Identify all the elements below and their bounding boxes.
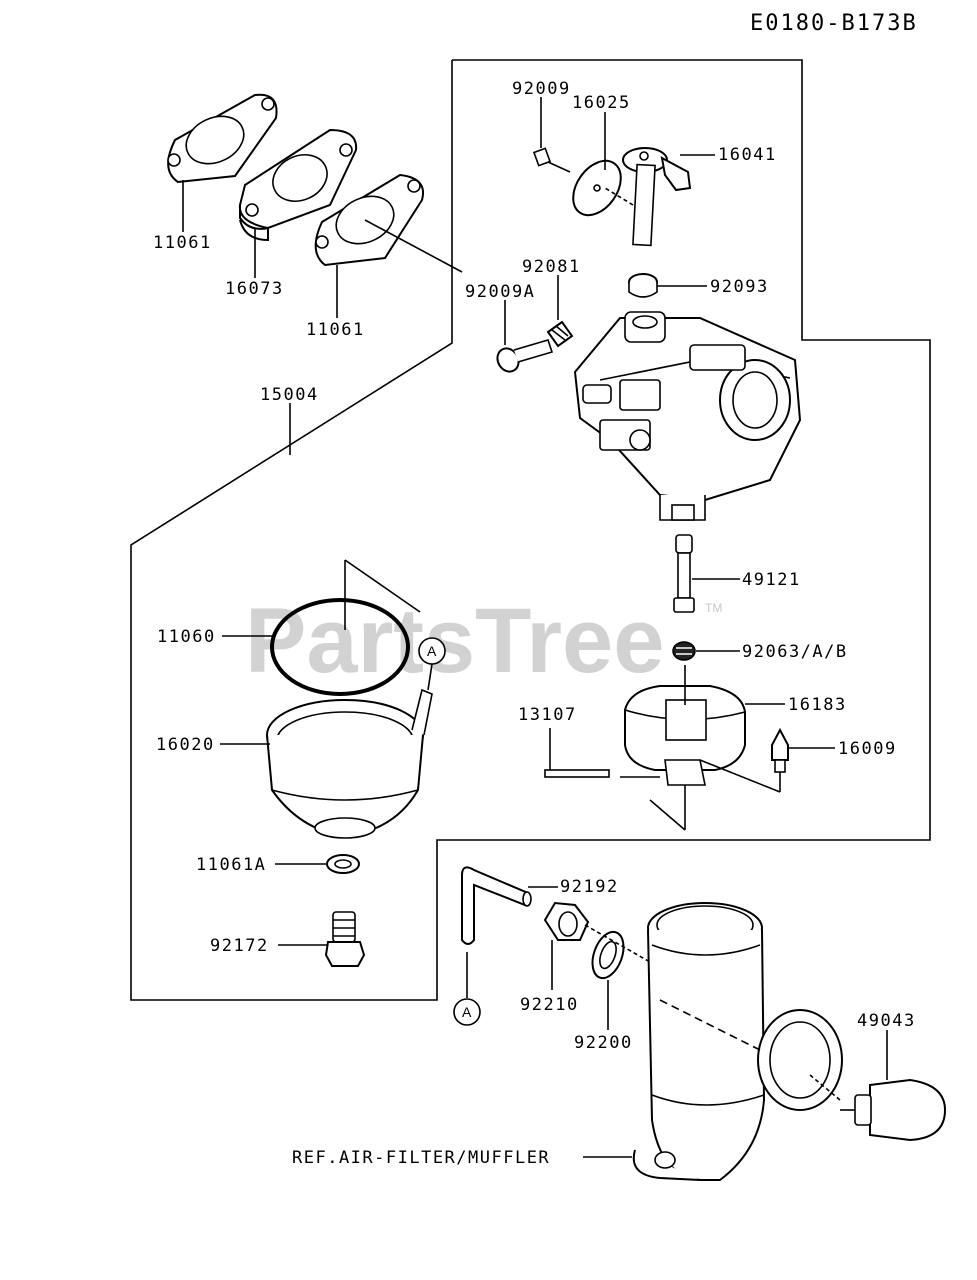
label-92210: 92210 — [520, 995, 579, 1015]
svg-text:A: A — [462, 1004, 472, 1020]
callout-a-bowl: A — [418, 637, 446, 691]
drain-screw-92172[interactable] — [324, 911, 366, 967]
label-92172: 92172 — [210, 936, 269, 956]
air-filter-body[interactable] — [632, 902, 843, 1181]
watermark: PartsTree — [245, 590, 664, 692]
label-16020: 16020 — [156, 735, 215, 755]
label-16025: 16025 — [572, 93, 631, 113]
screw-92009A[interactable] — [493, 339, 554, 375]
label-16041: 16041 — [718, 145, 777, 165]
label-ref-air-filter-muffler: REF.AIR-FILTER/MUFFLER — [292, 1148, 550, 1168]
callout-a-tube: A — [453, 952, 481, 1026]
label-92081: 92081 — [522, 257, 581, 277]
label-49043: 49043 — [857, 1011, 916, 1031]
carburetor-body[interactable] — [573, 311, 802, 521]
label-11060: 11060 — [157, 627, 216, 647]
washer-92200[interactable] — [587, 928, 630, 983]
choke-shaft-16041[interactable] — [622, 147, 692, 247]
main-nozzle-49121[interactable] — [673, 534, 695, 613]
label-92192: 92192 — [560, 877, 619, 897]
label-15004: 15004 — [260, 385, 319, 405]
nut-92210[interactable] — [543, 901, 590, 941]
label-92009: 92009 — [512, 79, 571, 99]
svg-text:A: A — [427, 643, 437, 659]
label-16183: 16183 — [788, 695, 847, 715]
label-92063: 92063/A/B — [742, 642, 848, 662]
float-16183[interactable] — [624, 665, 746, 771]
label-92009A: 92009A — [465, 282, 535, 302]
label-11061A: 11061A — [196, 855, 266, 875]
gasket-11061-mid[interactable] — [314, 173, 424, 267]
solenoid-49043[interactable] — [809, 1074, 947, 1142]
label-11061-top: 11061 — [153, 233, 212, 253]
gasket-11061-top[interactable] — [167, 93, 278, 184]
spring-92081[interactable] — [546, 320, 574, 348]
seal-92093[interactable] — [628, 273, 658, 298]
float-hinge — [620, 759, 781, 831]
label-92093: 92093 — [710, 277, 769, 297]
o-ring-11060[interactable] — [270, 598, 410, 696]
breather-tube-92192[interactable] — [461, 866, 532, 945]
choke-plate-16025[interactable] — [563, 152, 630, 224]
label-92200: 92200 — [574, 1033, 633, 1053]
float-bowl-16020[interactable] — [266, 688, 433, 839]
label-13107: 13107 — [518, 705, 577, 725]
gasket-11061A[interactable] — [326, 854, 360, 874]
screw-92009[interactable] — [532, 147, 571, 173]
label-16073: 16073 — [225, 279, 284, 299]
label-11061-mid: 11061 — [306, 320, 365, 340]
insulator-16073[interactable] — [238, 128, 358, 242]
diagram-code: E0180-B173B — [750, 11, 918, 36]
watermark-trademark: TM — [705, 601, 722, 615]
label-16009: 16009 — [838, 739, 897, 759]
label-49121: 49121 — [742, 570, 801, 590]
needle-valve-16009[interactable] — [771, 727, 789, 773]
assembly-outline — [130, 59, 931, 1001]
float-pin-13107[interactable] — [544, 769, 610, 778]
main-jet-92063[interactable] — [672, 641, 696, 661]
